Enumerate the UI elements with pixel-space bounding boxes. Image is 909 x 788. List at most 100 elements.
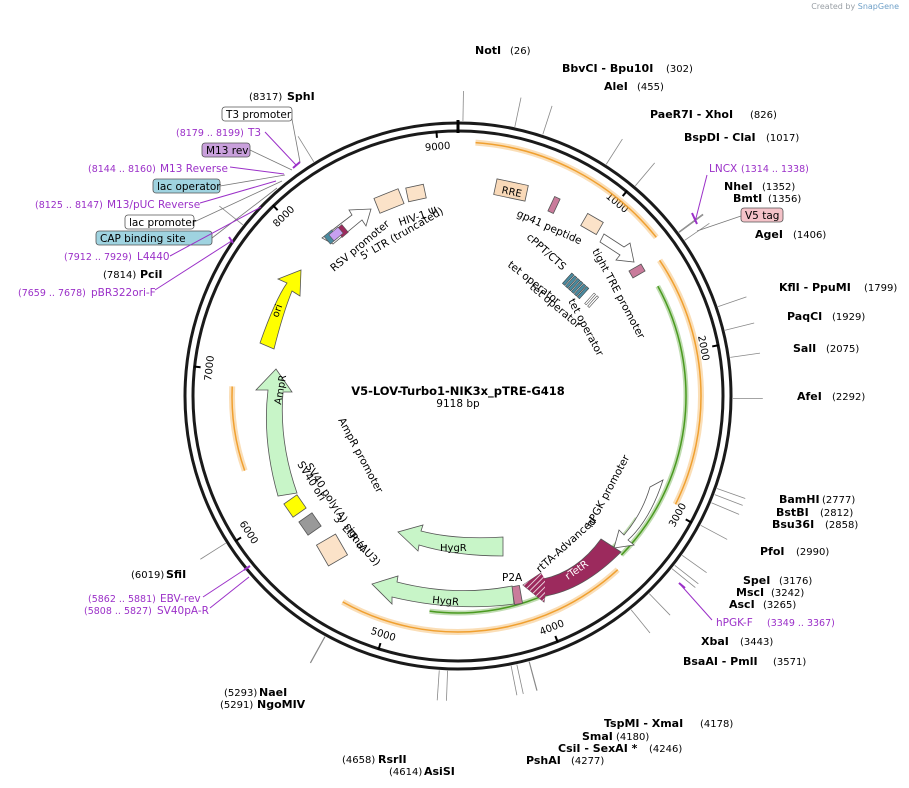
outer-feature-cap-binding[interactable]: CAP binding site xyxy=(95,187,278,246)
site-line-22 xyxy=(528,661,538,691)
site-line-3 xyxy=(605,138,623,165)
site-labels: NotI (26) BbvCI - Bpu10I (302) AleI (455… xyxy=(103,44,897,778)
site-afei-pos: (2292) xyxy=(832,392,865,403)
site-xbai[interactable]: XbaI xyxy=(701,635,729,648)
site-pcii-pos: (7814) xyxy=(103,270,136,281)
site-bbvci-pos: (302) xyxy=(666,64,693,75)
site-bstbi[interactable]: BstBI xyxy=(776,506,809,519)
site-bsaai[interactable]: BsaAI - PmlI xyxy=(683,655,758,668)
outer-feature-lac-promoter-label: lac promoter xyxy=(129,217,197,229)
site-paqci[interactable]: PaqCI xyxy=(787,310,822,323)
orf-arc-3[interactable] xyxy=(342,569,619,633)
site-asisi[interactable]: AsiSI xyxy=(424,765,455,778)
orf-arc-4[interactable] xyxy=(231,386,246,471)
site-bspdi[interactable]: BspDI - ClaI xyxy=(684,131,756,144)
site-ngomiv-pos: (5291) xyxy=(220,700,253,711)
primer-ebv-name: EBV-rev xyxy=(160,593,201,605)
orf-arc-2[interactable] xyxy=(658,259,702,505)
primer-m13-reverse[interactable]: (8144 .. 8160) M13 Reverse xyxy=(88,163,285,175)
primer-sv40pa-r[interactable]: (5808 .. 5827) SV40pA-R xyxy=(84,576,250,617)
site-tspmi[interactable]: TspMI - XmaI xyxy=(604,717,683,730)
site-rsrii[interactable]: RsrII xyxy=(378,753,407,766)
site-line-4 xyxy=(635,162,655,187)
outer-feature-m13-rev[interactable]: M13 rev xyxy=(201,142,293,171)
site-asisi-pos: (4614) xyxy=(389,767,422,778)
site-afei[interactable]: AfeI xyxy=(797,390,822,403)
site-pshai-pos: (4277) xyxy=(571,756,604,767)
primer-t3-name: T3 xyxy=(247,127,261,139)
feature-ampr-promoter[interactable]: AmpR promoter xyxy=(335,416,385,496)
primer-pbr322-range: (7659 .. 7678) xyxy=(18,288,86,299)
site-notI[interactable]: NotI xyxy=(475,44,501,57)
feature-ori[interactable]: ori xyxy=(259,269,302,350)
tick-mark-8000 xyxy=(272,204,279,211)
site-bstbi-pos: (2812) xyxy=(820,508,853,519)
site-line-24 xyxy=(510,665,518,696)
feature-tet-operator-label-3: tet operator xyxy=(565,297,606,359)
site-asci[interactable]: AscI xyxy=(729,598,755,611)
feature-p2a[interactable]: P2A xyxy=(502,572,523,606)
primer-pbr322-name: pBR322ori-F xyxy=(91,287,156,299)
site-sali-pos: (2075) xyxy=(826,344,859,355)
primer-hpgk-f[interactable]: hPGK-F (3349 .. 3367) xyxy=(678,582,835,629)
site-pshai[interactable]: PshAI xyxy=(526,754,561,767)
site-line-6 xyxy=(678,214,704,233)
site-bsu36i[interactable]: Bsu36I xyxy=(772,518,814,531)
site-sphi[interactable]: SphI xyxy=(287,90,315,103)
feature-ampr[interactable]: AmpR xyxy=(255,368,298,497)
site-ngomiv[interactable]: NgoMIV xyxy=(257,698,306,711)
outer-feature-lac-promoter[interactable]: lac promoter xyxy=(124,180,283,230)
site-spei[interactable]: SpeI xyxy=(743,574,770,587)
feature-hygr-lower[interactable]: HygR xyxy=(371,575,515,608)
outer-feature-v5-tag[interactable]: V5 tag xyxy=(696,207,784,232)
site-bamhi-pos: (2777) xyxy=(822,495,855,506)
site-bspdi-pos: (1017) xyxy=(766,133,799,144)
tick-label-7000: 7000 xyxy=(203,355,217,382)
site-naei-pos: (5293) xyxy=(224,688,257,699)
outer-feature-m13-rev-label: M13 rev xyxy=(206,145,249,157)
site-naei[interactable]: NaeI xyxy=(259,686,287,699)
site-alei[interactable]: AleI xyxy=(604,80,628,93)
site-smai[interactable]: SmaI xyxy=(582,730,613,743)
primer-l4440[interactable]: (7912 .. 7929) L4440 xyxy=(64,206,262,263)
primer-lncx[interactable]: LNCX (1314 .. 1338) xyxy=(691,163,809,225)
outer-feature-v5-label: V5 tag xyxy=(745,210,779,222)
feature-tight-tre-promoter[interactable]: tight TRE promoter xyxy=(589,233,647,342)
site-nhei[interactable]: NheI xyxy=(724,180,753,193)
site-bbvci[interactable]: BbvCI - Bpu10I xyxy=(562,62,653,75)
site-bamhi[interactable]: BamHI xyxy=(779,493,820,506)
site-bmti-pos: (1356) xyxy=(768,194,801,205)
site-sali[interactable]: SalI xyxy=(793,342,816,355)
feature-rre[interactable]: RRE xyxy=(493,178,529,202)
feature-tre-label: tight TRE promoter xyxy=(589,247,647,342)
orf-arc-1[interactable] xyxy=(475,141,657,238)
site-sphi-pos: (8317) xyxy=(249,92,282,103)
outer-feature-t3-promoter[interactable]: T3 promoter xyxy=(221,106,301,163)
primer-pbr322ori-f[interactable]: (7659 .. 7678) pBR322ori-F xyxy=(18,236,234,299)
site-pfoi[interactable]: PfoI xyxy=(760,545,785,558)
feature-hygr-upper[interactable]: HygR xyxy=(397,524,504,557)
orf-green-1[interactable] xyxy=(620,285,687,556)
site-kfli-pos: (1799) xyxy=(864,283,897,294)
site-msci[interactable]: MscI xyxy=(736,586,764,599)
site-pcii[interactable]: PciI xyxy=(140,268,162,281)
feature-rttа-advanced[interactable]: rtTA-Advanced rTetR xyxy=(522,515,622,603)
site-paer7i[interactable]: PaeR7I - XhoI xyxy=(650,108,733,121)
feature-hygr-lower-label: HygR xyxy=(432,595,460,608)
site-bmti[interactable]: BmtI xyxy=(733,192,762,205)
site-line-19 xyxy=(648,593,671,616)
site-line-26 xyxy=(436,670,440,701)
primer-m13puc-name: M13/pUC Reverse xyxy=(107,199,200,211)
site-csii[interactable]: CsiI - SexAI * xyxy=(558,742,638,755)
tick-mark-6000 xyxy=(234,536,242,543)
site-agei[interactable]: AgeI xyxy=(755,228,783,241)
site-line-17 xyxy=(674,564,699,585)
outer-feature-lac-operator[interactable]: lac operator xyxy=(152,174,286,194)
site-sfii[interactable]: SfiI xyxy=(166,568,186,581)
site-kfli[interactable]: KflI - PpuMI xyxy=(779,281,851,294)
primer-m13-name: M13 Reverse xyxy=(160,163,228,175)
primer-m13-puc-reverse[interactable]: (8125 .. 8147) M13/pUC Reverse xyxy=(35,180,277,211)
feature-tet-operators[interactable]: tet operator tet operator tet operator xyxy=(505,259,606,359)
primer-ebv-rev[interactable]: (5862 .. 5881) EBV-rev xyxy=(88,565,251,605)
primer-t3[interactable]: (8179 .. 8199) T3 xyxy=(176,127,301,169)
